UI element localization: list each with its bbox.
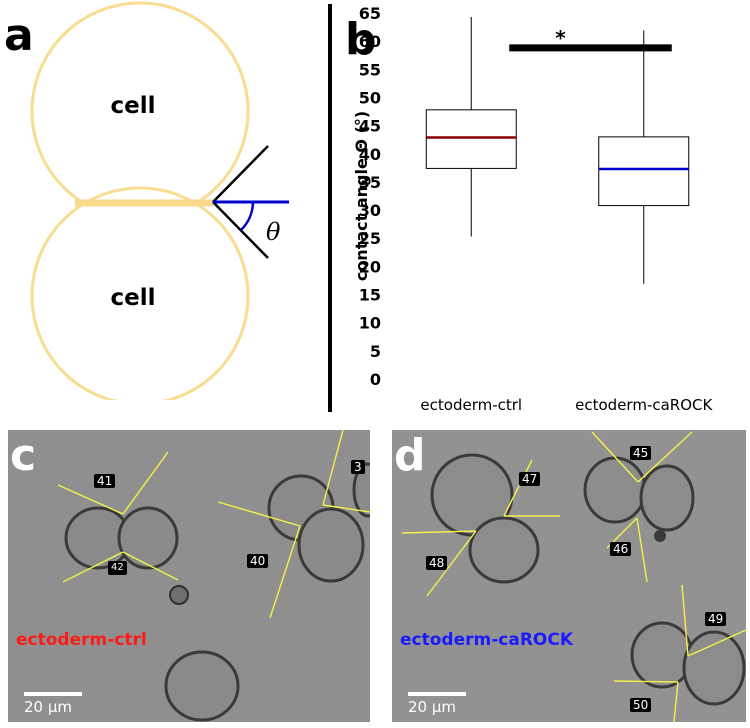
- y-tick-label: 55: [359, 60, 381, 79]
- cell-contact-schematic: cell cell θ: [30, 1, 289, 400]
- significance-star: *: [555, 26, 566, 50]
- cell-image: [630, 621, 694, 689]
- y-tick-label: 30: [359, 201, 381, 220]
- panel-divider: [328, 4, 332, 412]
- micrograph-carock: 47 48 45 46 49 50 d ectoderm-caROCK 20 µ…: [392, 430, 746, 722]
- angle-line: [322, 430, 344, 506]
- angle-value-tag: 46: [610, 542, 632, 556]
- tangent-lower-line: [212, 201, 269, 259]
- condition-label-ctrl: ectoderm-ctrl: [16, 630, 147, 650]
- y-tick-label: 65: [359, 4, 381, 23]
- box-iqr: [598, 136, 690, 207]
- micrograph-ctrl-image: [57, 430, 370, 722]
- y-tick-label: 25: [359, 229, 381, 248]
- angle-line: [426, 530, 477, 597]
- cell-image: [639, 464, 695, 532]
- micrograph-carock-image: [401, 431, 746, 722]
- y-tick-label: 20: [359, 257, 381, 276]
- cell-image: [164, 650, 240, 722]
- scale-label: 20 µm: [24, 698, 73, 716]
- x-category-label: ectoderm-ctrl: [420, 396, 522, 414]
- scale-bar: [24, 692, 82, 696]
- angle-value-tag: 50: [630, 698, 652, 712]
- cell-image: [297, 507, 365, 583]
- angle-line: [673, 681, 679, 722]
- y-tick-label: 0: [370, 370, 381, 389]
- cell-image: [117, 506, 179, 570]
- scale-label: 20 µm: [408, 698, 457, 716]
- angle-value-tag: 42: [108, 561, 127, 575]
- panel-b-letter: b: [345, 14, 377, 65]
- y-tick-label: 5: [370, 342, 381, 361]
- panel-d-letter: d: [394, 430, 426, 481]
- angle-line: [217, 501, 301, 527]
- panel-a-letter: a: [4, 10, 34, 61]
- angle-value-tag: 45: [630, 446, 652, 460]
- cell-bottom-label: cell: [110, 285, 155, 311]
- y-axis-label: contact angle Θ (°): [352, 111, 371, 281]
- angle-line: [636, 517, 648, 583]
- box-iqr: [425, 109, 517, 169]
- angle-line: [122, 551, 179, 581]
- cell-image: [352, 462, 370, 518]
- y-tick-label: 45: [359, 117, 381, 136]
- y-tick-label: 35: [359, 173, 381, 192]
- contact-angle-boxplot: 0 5 10 15 20 25 30 35 40 45 50 55 60 65 contact angle …: [352, 4, 714, 414]
- angle-line: [122, 451, 169, 515]
- angle-line: [591, 431, 639, 483]
- cell-bottom-outline: [30, 186, 250, 400]
- panel-c-letter: c: [10, 430, 37, 481]
- theta-arc: [240, 201, 255, 231]
- cell-image: [430, 453, 514, 537]
- angle-value-tag: 47: [519, 472, 541, 486]
- angle-line: [503, 459, 533, 517]
- micrograph-ctrl: 41 42 40 3 c ectoderm-ctrl 20 µm: [8, 430, 370, 722]
- x-category-label: ectoderm-caROCK: [575, 396, 713, 414]
- angle-value-tag: 49: [705, 612, 727, 626]
- angle-line: [401, 530, 477, 534]
- angle-line: [687, 629, 746, 657]
- angle-line: [681, 584, 689, 657]
- angle-value-tag: 3: [351, 460, 365, 474]
- angle-line: [57, 484, 124, 515]
- angle-line: [322, 504, 370, 513]
- debris-image: [654, 530, 666, 542]
- angle-line: [613, 680, 679, 683]
- angle-line: [269, 525, 301, 619]
- tangent-upper-line: [212, 145, 269, 203]
- y-tick-label: 15: [359, 286, 381, 305]
- y-tick-label: 40: [359, 145, 381, 164]
- angle-line: [62, 551, 124, 583]
- debris-image: [169, 585, 189, 605]
- y-tick-label: 50: [359, 88, 381, 107]
- angle-value-tag: 48: [426, 556, 448, 570]
- scale-bar: [408, 692, 466, 696]
- cell-image: [468, 516, 540, 584]
- cell-top-label: cell: [110, 93, 155, 119]
- angle-line: [637, 431, 693, 483]
- angle-value-tag: 41: [94, 474, 116, 488]
- cell-image: [682, 630, 746, 706]
- condition-label-carock: ectoderm-caROCK: [400, 630, 574, 650]
- y-tick-label: 60: [359, 32, 381, 51]
- cell-image: [583, 456, 647, 524]
- theta-symbol: θ: [266, 218, 281, 246]
- y-tick-label: 10: [359, 314, 381, 333]
- angle-value-tag: 40: [247, 554, 269, 568]
